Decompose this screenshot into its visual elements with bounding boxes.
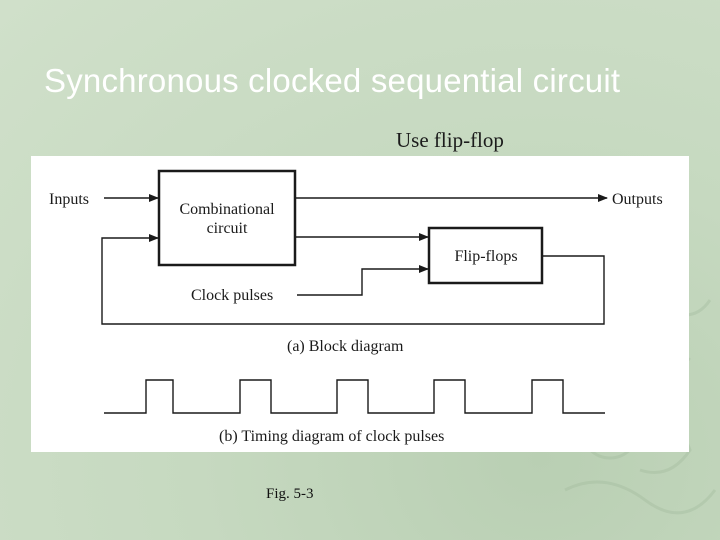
- block-diagram-caption: (a) Block diagram: [287, 338, 404, 355]
- combinational-label-line2: circuit: [207, 220, 248, 237]
- figure-caption: Fig. 5-3: [266, 486, 314, 502]
- clock-pulse-train: [104, 379, 605, 414]
- slide-subtitle: Use flip-flop: [396, 128, 504, 152]
- figure-panel: Inputs Outputs Combinational circuit Fli…: [31, 156, 689, 452]
- outputs-label: Outputs: [612, 191, 663, 208]
- clock-pulses-label: Clock pulses: [191, 287, 273, 304]
- combinational-label-line1: Combinational: [179, 201, 275, 218]
- circuit-diagram: Inputs Outputs Combinational circuit Fli…: [49, 169, 663, 445]
- combinational-block: [157, 169, 297, 267]
- timing-diagram-caption: (b) Timing diagram of clock pulses: [219, 428, 444, 445]
- clock-arrow: [297, 265, 429, 296]
- inputs-label: Inputs: [49, 191, 89, 208]
- feedback-line: [101, 234, 605, 325]
- slide-title: Synchronous clocked sequential circuit: [44, 62, 621, 99]
- flipflops-label: Flip-flops: [454, 248, 517, 265]
